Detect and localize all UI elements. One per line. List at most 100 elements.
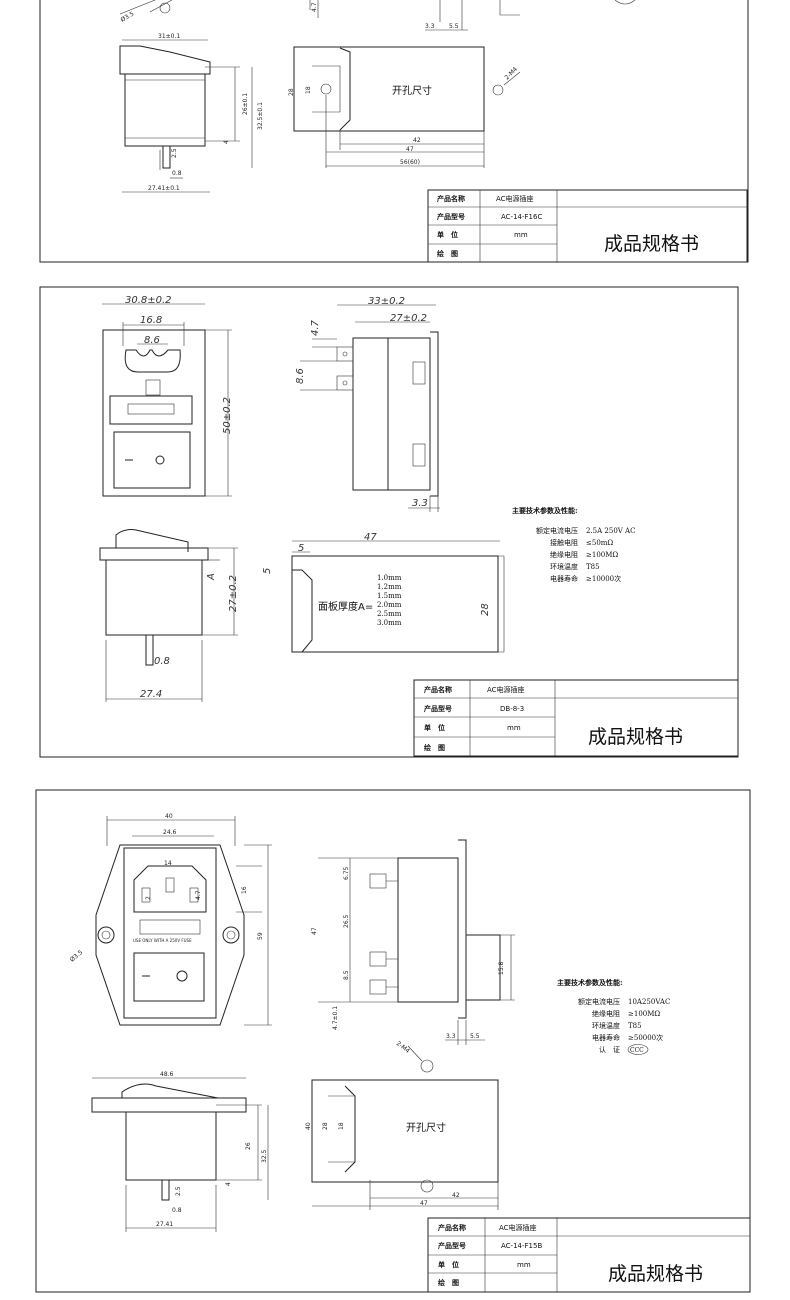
dim-top-5-5: 5.5 (449, 23, 459, 30)
spec-label: 环境温度 (592, 1021, 620, 1030)
sheet-3-side-view: 6.75 26.5 8.5 47 4.7±0.1 3.3 5.5 15.8 (311, 839, 515, 1045)
tb3-heading: 成品规格书 (608, 1263, 703, 1285)
dim-panel-28: 28 (480, 603, 491, 616)
dim-panel-5b: 5 (262, 568, 273, 574)
dim-side-4: 4 (223, 140, 230, 144)
tb1-unit-label: 单 位 (437, 230, 458, 239)
dim-c-28: 28 (322, 1122, 329, 1130)
dim-height-outer: 32.5±0.1 (257, 102, 264, 130)
spec-value: 2.5A 250V AC (586, 527, 635, 535)
tb1-drawing-label: 绘 图 (437, 249, 458, 258)
dim-bot-h: 27±0.2 (228, 575, 239, 612)
sheet-1-switch-side-view: 31±0.1 26±0.1 32.5±0.1 4 2.5 0.8 27.41±0… (119, 33, 264, 193)
tb2-drawing-label: 绘 图 (424, 743, 445, 752)
cutout-outline (293, 46, 485, 132)
dim-panel-5a: 5 (298, 543, 304, 554)
switch-off-symbol-icon (155, 455, 165, 465)
side-terminal-2 (336, 375, 354, 391)
dim-pin-len: 2.5 (171, 148, 178, 158)
spec-value: T85 (628, 1022, 642, 1030)
dim-front-w: 30.8±0.2 (125, 295, 172, 306)
tb3-drawing-label: 绘 图 (438, 1278, 459, 1287)
specs-title-3: 主要技术参数及性能: (557, 978, 623, 987)
front-housing (102, 329, 206, 497)
dim-b-2-5: 2.5 (175, 1186, 182, 1196)
m4-hole-3-icon (420, 1059, 434, 1073)
dim-front-16-8: 16.8 (140, 315, 162, 326)
sheet-3: 40 24.6 Ø3.5 14 2 4.7 USE ONLY WITH A 25… (35, 789, 751, 1293)
dim-s-6-75: 6.75 (343, 866, 350, 880)
spec-label: 电器寿命 (592, 1033, 620, 1042)
fuse-drawer (139, 919, 201, 935)
dim-c-18: 18 (338, 1122, 345, 1130)
sheet-3-border (35, 789, 751, 1293)
sheet-1-top-fragment: Ø3.5 4.7 3.3 5.5 (120, 0, 636, 31)
spec-label: 电器寿命 (550, 574, 578, 583)
tb3-model-label: 产品型号 (438, 1241, 466, 1250)
dim-b-26: 26 (245, 1142, 252, 1150)
dim-f-59: 59 (257, 932, 264, 940)
flange-bottom (91, 1097, 247, 1113)
tb2-unit-label: 单 位 (424, 723, 445, 732)
tb3-name-label: 产品名称 (438, 1223, 466, 1232)
tb2-heading: 成品规格书 (588, 726, 683, 748)
specs-title-2: 主要技术参数及性能: (512, 506, 578, 515)
dim-s-4-7: 4.7±0.1 (332, 1006, 339, 1030)
spec-value: ≥100MΩ (586, 551, 618, 559)
dim-f-3-5: Ø3.5 (69, 949, 85, 964)
iec-c14-inlet-icon (133, 865, 207, 913)
spec-label: 额定电流电压 (578, 997, 620, 1006)
switch-off-symbol-3-icon (176, 970, 188, 982)
spec-label: 环境温度 (550, 562, 578, 571)
panel-value: 1.5mm (377, 592, 402, 600)
rocker-switch-front (113, 431, 191, 489)
dim-f-4-7: 4.7 (195, 890, 202, 900)
tb2-model-label: 产品型号 (424, 704, 452, 713)
dim-f-16: 16 (241, 886, 248, 894)
dim-f-14: 14 (164, 860, 172, 867)
sheet-2-panel-cutout: 47 5 5 28 面板厚度A= 1.0mm1.2mm1.5mm2.0mm2.5… (262, 532, 505, 653)
dim-side-w: 33±0.2 (368, 296, 405, 307)
dim-bot-27-4: 27.4 (140, 689, 162, 700)
dim-s-5-5: 5.5 (470, 1033, 480, 1040)
tb1-model: AC-14-F16C (501, 213, 542, 221)
side-terminal-1 (336, 346, 354, 362)
cutout-label: 开孔尺寸 (392, 84, 432, 97)
sheet-1-cutout: 2-M4 开孔尺寸 28 18 42 47 56(60) (288, 46, 521, 168)
side3-terminal-3 (369, 979, 387, 995)
side-body-3 (397, 857, 459, 1003)
spec-label: 接触电阻 (550, 538, 578, 547)
dim-c-47: 47 (420, 1200, 428, 1207)
tb1-heading: 成品规格书 (604, 233, 699, 255)
dim-side-4-7: 4.7 (310, 319, 321, 336)
cutout-hole-icon (320, 83, 332, 95)
dim-height-inner: 26±0.1 (242, 93, 249, 115)
dim-width-top: 31±0.1 (158, 33, 180, 40)
dim-b-48-6: 48.6 (160, 1071, 174, 1078)
tb3-model: AC-14-F15B (501, 1242, 542, 1250)
dim-top-3-3: 3.3 (425, 23, 435, 30)
tb3-name: AC电源插座 (499, 1223, 537, 1232)
spec-value: T85 (586, 563, 600, 571)
sheet-2-bottom-view: 27±0.2 A 0.8 27.4 (99, 529, 239, 702)
dim-cut-42: 42 (413, 137, 421, 144)
dim-f-40: 40 (165, 813, 173, 820)
dim-cut-56: 56(60) (400, 159, 420, 166)
flange-hole-left-icon (97, 926, 115, 944)
dim-side-27: 27±0.2 (390, 313, 427, 324)
dim-bot-0-8: 0.8 (154, 656, 170, 667)
spec-value: ≥100MΩ (628, 1010, 660, 1018)
dim-s-15-8: 15.8 (498, 961, 505, 975)
side3-terminal-2 (369, 951, 387, 967)
spec-label: 绝缘电阻 (550, 550, 578, 559)
dim-top-4-7: 4.7 (311, 2, 318, 12)
tb1-model-label: 产品型号 (437, 212, 465, 221)
ccc-mark-icon (627, 1044, 649, 1055)
dim-pin-thk: 0.8 (172, 170, 182, 177)
dim-front-h: 50±0.2 (222, 397, 233, 434)
panel-label: 面板厚度A= (318, 600, 373, 613)
sheet-2-front-view: 30.8±0.2 16.8 8.6 50±0.2 (102, 295, 233, 497)
dim-f-2: 2 (145, 896, 152, 900)
